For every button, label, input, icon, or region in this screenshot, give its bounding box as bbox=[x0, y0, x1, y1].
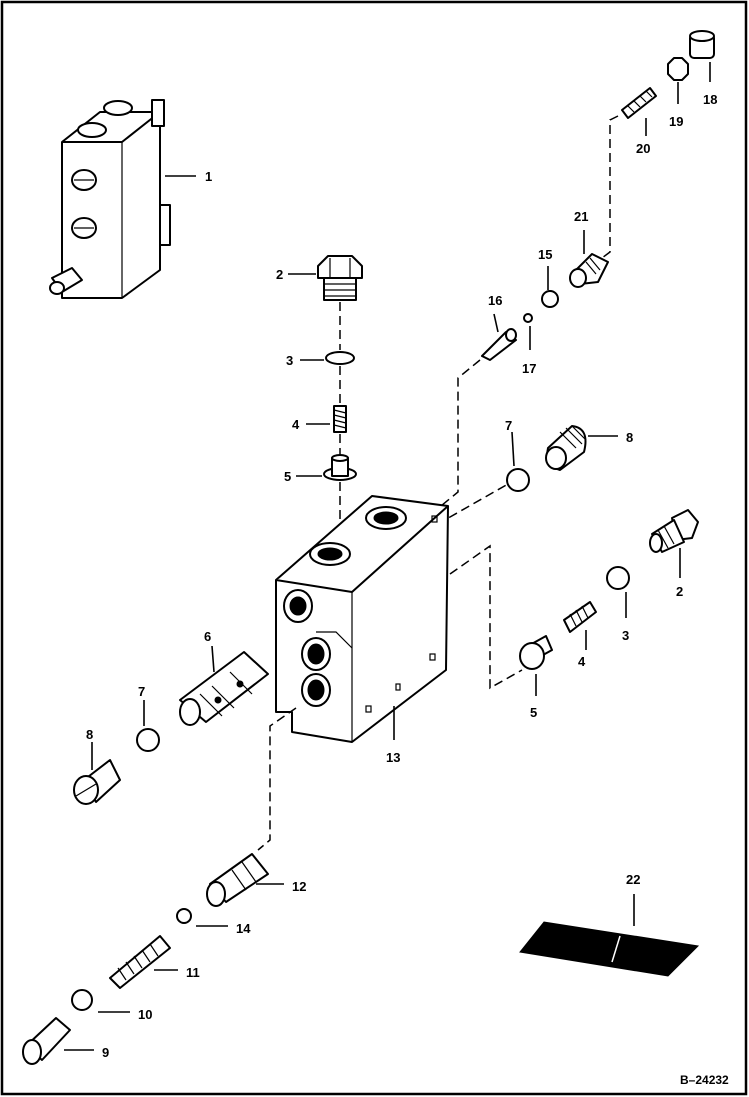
right-lower-stack: 2 3 4 5 bbox=[449, 509, 699, 720]
callout-4-top: 4 bbox=[292, 417, 300, 432]
callout-22: 22 bbox=[626, 872, 640, 887]
callout-4-right: 4 bbox=[578, 654, 586, 669]
relief-valve-chain: 18 19 20 21 15 17 16 bbox=[435, 30, 717, 511]
callout-3-top: 3 bbox=[286, 353, 293, 368]
callout-21: 21 bbox=[574, 209, 588, 224]
left-spool-6-7-8: 6 7 8 bbox=[73, 629, 269, 805]
figure-reference: B–24232 bbox=[680, 1073, 729, 1087]
callout-1: 1 bbox=[205, 169, 212, 184]
callout-20: 20 bbox=[636, 141, 650, 156]
callout-5-top: 5 bbox=[284, 469, 291, 484]
callout-2-top: 2 bbox=[276, 267, 283, 282]
callout-15: 15 bbox=[538, 247, 552, 262]
callout-17: 17 bbox=[522, 361, 536, 376]
callout-6: 6 bbox=[204, 629, 211, 644]
callout-16: 16 bbox=[488, 293, 502, 308]
callout-11: 11 bbox=[186, 965, 200, 980]
top-plug-stack: 2 3 4 5 bbox=[276, 255, 363, 540]
part-1-valve-assembly: 1 bbox=[49, 99, 212, 299]
callout-9: 9 bbox=[102, 1045, 109, 1060]
callout-7-right: 7 bbox=[505, 418, 512, 433]
part-13-valve-body: 13 bbox=[275, 495, 449, 765]
callout-7-left: 7 bbox=[138, 684, 145, 699]
callout-5-right: 5 bbox=[530, 705, 537, 720]
callout-8-left: 8 bbox=[86, 727, 93, 742]
bottom-chain: 12 14 11 10 9 bbox=[22, 707, 306, 1065]
callout-10: 10 bbox=[138, 1007, 152, 1022]
right-plug-7-8: 7 8 bbox=[363, 418, 633, 567]
callout-18: 18 bbox=[703, 92, 717, 107]
callout-14: 14 bbox=[236, 921, 251, 936]
callout-13: 13 bbox=[386, 750, 400, 765]
callout-19: 19 bbox=[669, 114, 683, 129]
part-22-decal: 22 bbox=[519, 872, 700, 977]
callout-3-right: 3 bbox=[622, 628, 629, 643]
callout-12: 12 bbox=[292, 879, 306, 894]
callout-8-right: 8 bbox=[626, 430, 633, 445]
callout-2-right: 2 bbox=[676, 584, 683, 599]
